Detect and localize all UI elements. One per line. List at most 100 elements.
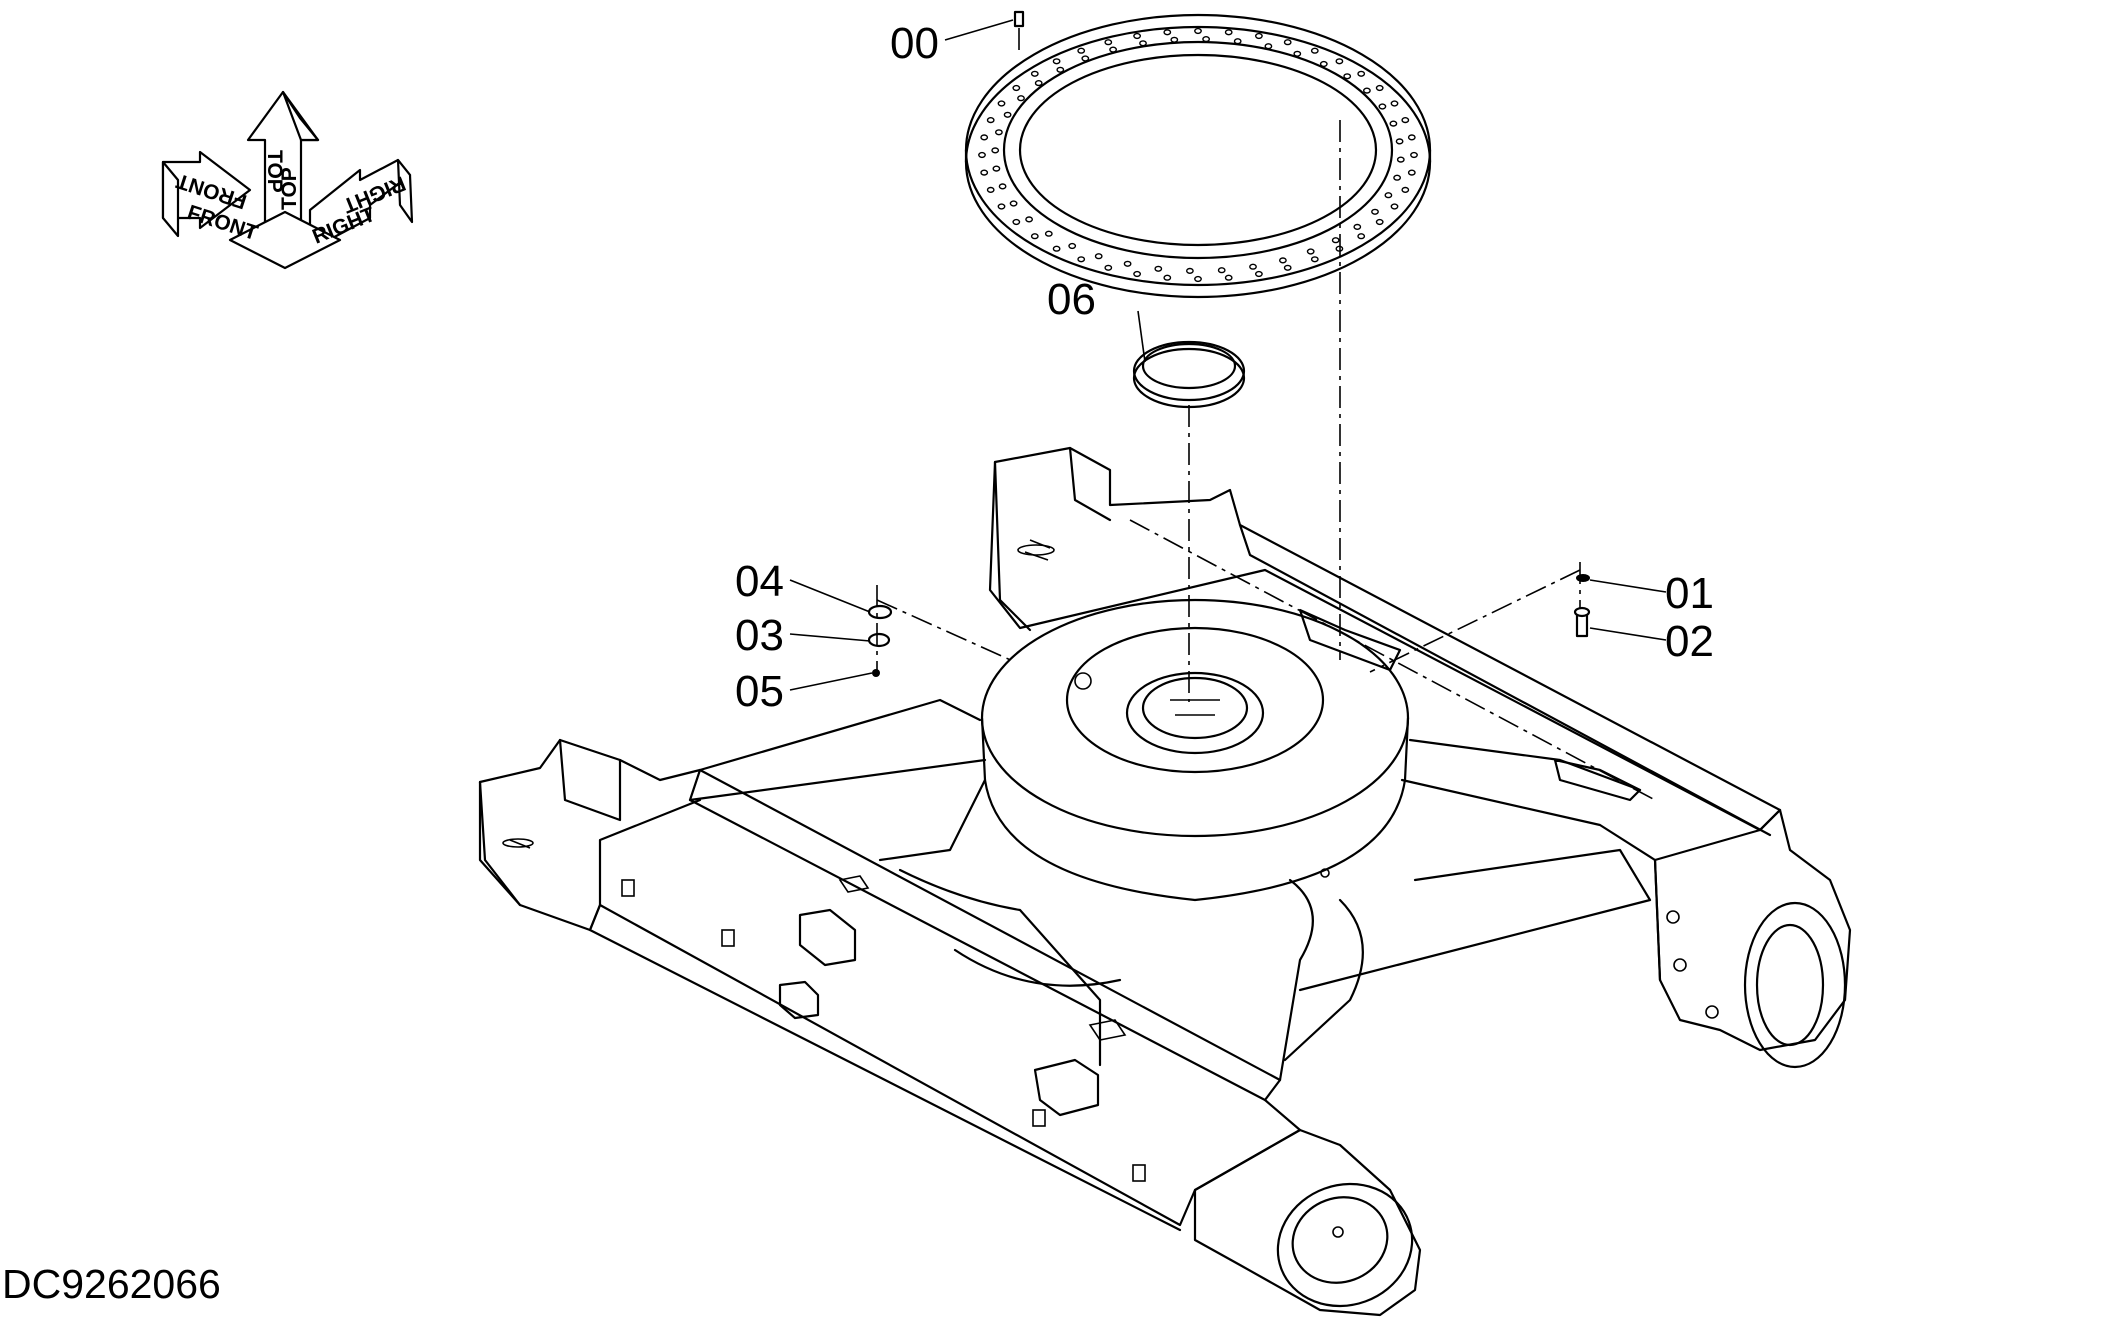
bolt-hole <box>1395 138 1404 145</box>
bolt-hole <box>1371 208 1379 215</box>
bolt-hole <box>1133 270 1142 278</box>
bolt-hole <box>1357 233 1366 240</box>
callout-04: 04 <box>735 557 784 606</box>
bolt-hole <box>986 186 995 194</box>
bolt-hole <box>1123 260 1132 267</box>
callout-01: 01 <box>1665 569 1714 618</box>
bolt-hole <box>1396 156 1405 163</box>
bolt-hole <box>986 116 995 124</box>
bolt-hole <box>1056 66 1065 73</box>
bolt-hole <box>995 129 1003 136</box>
bolt-hole <box>997 203 1006 210</box>
bolt-hole <box>1401 186 1410 194</box>
bolt-hole <box>1104 264 1113 271</box>
bolt-hole <box>1224 274 1233 281</box>
callout-05: 05 <box>735 667 784 716</box>
callout-06: 06 <box>1047 275 1096 324</box>
orientation-indicator: FRONT FRONT TOP TOP RIGHT RIGHT <box>161 90 414 270</box>
bolt-hole <box>1390 100 1399 107</box>
bolt-hole <box>1139 40 1147 47</box>
drawing-number: DC9262066 <box>2 1261 221 1307</box>
bolt-hole <box>1030 233 1039 240</box>
bolt-hole <box>1410 151 1418 159</box>
bolt-hole <box>1012 84 1021 92</box>
bolt-hole <box>1335 58 1344 65</box>
seal-part-03 <box>867 632 891 648</box>
bolt-hole <box>978 151 986 159</box>
bolt-hole <box>1353 223 1362 231</box>
bolt-hole <box>1030 70 1039 77</box>
bolt-part-02 <box>1573 606 1591 638</box>
orientation-top-label-mirror: TOP <box>278 167 301 210</box>
bolt-hole <box>1310 256 1319 263</box>
bolt-hole <box>980 169 989 176</box>
callout-00: 00 <box>890 19 939 68</box>
bolt-hole <box>1283 264 1292 271</box>
bolt-hole <box>1202 35 1211 43</box>
callout-03: 03 <box>735 611 784 660</box>
bolt-hole <box>1363 87 1371 94</box>
bolt-hole <box>1255 32 1263 40</box>
bolt-hole <box>1104 39 1113 46</box>
bolt-hole <box>1081 55 1090 62</box>
bolt-hole <box>1375 84 1384 92</box>
callout-02: 02 <box>1665 617 1714 666</box>
bolt-hole <box>1357 70 1366 77</box>
bolt-hole <box>1331 237 1340 244</box>
bolt-hole <box>1255 270 1263 278</box>
bolt-hole <box>1017 95 1025 102</box>
bolt-hole <box>1393 174 1402 181</box>
bolt-hole <box>1133 32 1142 40</box>
o-ring-part-04 <box>867 604 893 620</box>
bolt-hole <box>1233 38 1242 45</box>
bolt-hole <box>1319 60 1328 68</box>
bolt-hole <box>991 147 1000 154</box>
seal-ring-part-06 <box>1132 340 1246 409</box>
bolt-hole <box>1217 267 1226 274</box>
plug-part-05 <box>872 669 880 677</box>
bolt-hole <box>1375 218 1384 226</box>
bolt-hole <box>997 100 1006 107</box>
bolt-hole <box>1003 111 1012 118</box>
bolt-hole <box>1401 116 1410 124</box>
bolt-hole <box>1389 120 1398 127</box>
bolt-hole <box>1094 253 1103 260</box>
bolt-hole <box>1310 47 1319 54</box>
bolt-hole <box>1407 169 1416 176</box>
bolt-hole <box>1077 47 1086 54</box>
bolt-hole <box>1378 103 1387 110</box>
bolt-hole <box>998 183 1007 190</box>
bolt-hole <box>1249 263 1257 270</box>
bolt-hole <box>1224 29 1233 36</box>
bolt-hole <box>1343 73 1352 80</box>
bolt-hole <box>1009 200 1018 207</box>
bolt-hole <box>1077 256 1086 263</box>
bolt-hole <box>992 165 1001 172</box>
bolt-hole <box>1068 242 1077 250</box>
assembly-center-lines <box>876 120 1656 801</box>
bolt-hole <box>1390 203 1399 210</box>
bolt-hole <box>1163 29 1172 36</box>
bolt-hole <box>1306 248 1315 255</box>
swing-bearing-ring <box>964 13 1432 299</box>
bolt-hole <box>1052 245 1061 252</box>
bolt-hole <box>1025 216 1034 223</box>
bolt-hole <box>1034 79 1043 87</box>
leader-lines <box>789 19 1667 691</box>
bearing-bolt-holes <box>978 27 1418 283</box>
bolt-hole <box>1407 134 1416 141</box>
bolt-hole <box>1384 192 1393 199</box>
bolt-hole <box>980 134 989 141</box>
washer-part-01 <box>1576 574 1590 582</box>
bolt-hole <box>1194 27 1202 35</box>
bolt-hole <box>1293 50 1302 57</box>
orientation-top-label: TOP <box>263 150 286 193</box>
bolt-hole <box>1170 36 1179 43</box>
bolt-hole <box>1279 257 1287 264</box>
bolt-hole <box>1154 265 1163 272</box>
bolt-hole <box>1012 218 1021 226</box>
bolt-hole <box>1186 267 1194 275</box>
bolt-hole <box>1163 274 1172 281</box>
bolt-hole <box>1052 58 1061 65</box>
